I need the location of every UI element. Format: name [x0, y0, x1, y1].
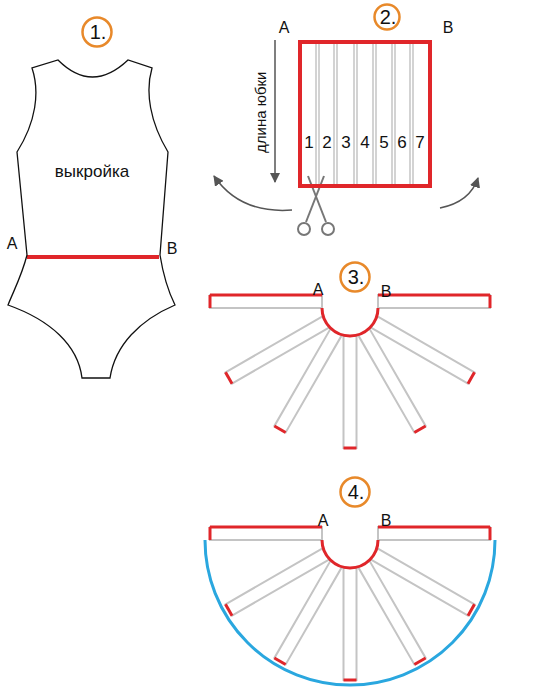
- cut-line: [315, 42, 317, 186]
- cut-line: [409, 42, 411, 186]
- strip: [378, 295, 490, 308]
- bodysuit-outline: [0, 55, 182, 385]
- pattern-outline: выкройка: [0, 55, 182, 385]
- strip: [274, 561, 341, 664]
- waist-line: [27, 255, 159, 259]
- point-label: B: [381, 283, 392, 301]
- strip: [371, 316, 474, 383]
- step-number: 4.: [348, 481, 365, 503]
- strip: [210, 295, 322, 308]
- cut-line: [336, 42, 338, 186]
- strip-number: 4: [360, 134, 369, 153]
- point-label: A: [318, 512, 329, 530]
- strip: [274, 329, 341, 432]
- cut-line: [394, 42, 396, 186]
- length-arrow: [274, 40, 276, 182]
- step-number: 2.: [380, 6, 397, 28]
- cut-lines: [316, 42, 413, 186]
- step-circle: 1.: [81, 16, 113, 48]
- strip: [371, 548, 474, 615]
- strip-number: 5: [379, 134, 388, 153]
- step-circle: 3.: [339, 261, 371, 293]
- strip-number: 7: [415, 134, 424, 153]
- fabric-rectangle: 1234567: [298, 40, 432, 188]
- step-number: 1.: [90, 21, 107, 43]
- spread-strips: [205, 527, 495, 685]
- cut-line: [375, 42, 377, 186]
- step-circle: 2.: [373, 3, 401, 31]
- spread-strips: [210, 295, 490, 448]
- hem-arc: [205, 540, 495, 685]
- step-number: 3.: [348, 266, 365, 288]
- cut-line: [372, 42, 374, 186]
- point-label: A: [279, 19, 290, 37]
- cut-line: [353, 42, 355, 186]
- step-circle: 4.: [339, 476, 371, 508]
- pattern-label: выкройка: [55, 163, 129, 182]
- curved-arrow: [440, 178, 478, 208]
- strip-number: 6: [397, 134, 406, 153]
- point-label: A: [7, 235, 18, 253]
- cut-line: [356, 42, 358, 186]
- strip: [378, 527, 490, 540]
- strip-number: 1: [304, 134, 313, 153]
- cut-line: [391, 42, 393, 186]
- point-label: B: [381, 512, 392, 530]
- cut-line: [333, 42, 335, 186]
- strip-number: 3: [341, 134, 350, 153]
- cut-line: [318, 42, 320, 186]
- cut-line: [412, 42, 414, 186]
- strip-number: 2: [322, 134, 331, 153]
- dimension-label: длина юбки: [254, 71, 271, 152]
- strip: [344, 336, 357, 448]
- waist-arc: [322, 308, 378, 336]
- strip: [210, 527, 322, 540]
- point-label: A: [313, 281, 324, 299]
- waist-arc: [322, 540, 378, 568]
- strip: [344, 568, 357, 680]
- point-label: B: [167, 240, 178, 258]
- curved-arrow: [214, 176, 292, 210]
- point-label: B: [443, 19, 454, 37]
